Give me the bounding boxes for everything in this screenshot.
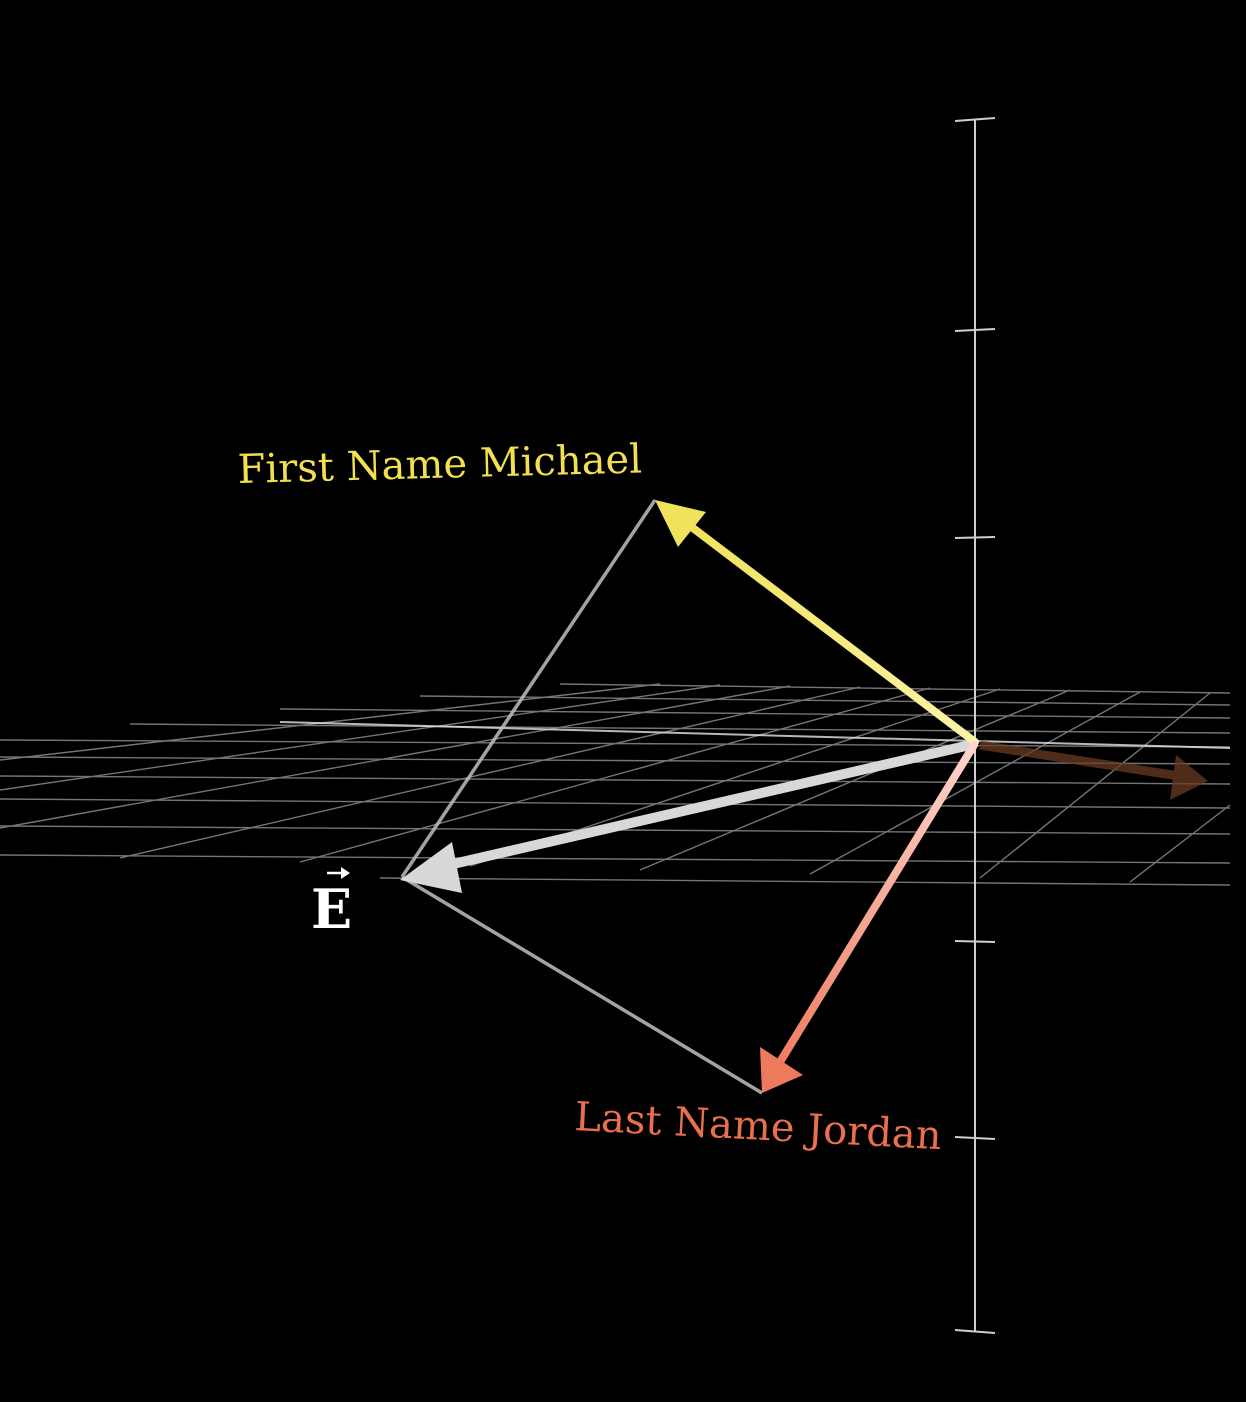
vector-arrow-icon	[327, 867, 350, 879]
first-name-vector	[655, 500, 979, 746]
embedding-vector	[400, 740, 975, 893]
x-axis-vector	[979, 740, 1208, 800]
embedding-symbol: E	[311, 877, 352, 941]
guide-lines	[400, 499, 763, 1095]
grid-plane	[0, 683, 1231, 886]
embedding-label: E	[311, 867, 352, 941]
vertical-axis	[954, 117, 996, 1334]
x-axis-line	[279, 721, 1231, 749]
last-name-vector	[760, 741, 978, 1093]
first-name-label: First Name Michael	[237, 436, 642, 493]
